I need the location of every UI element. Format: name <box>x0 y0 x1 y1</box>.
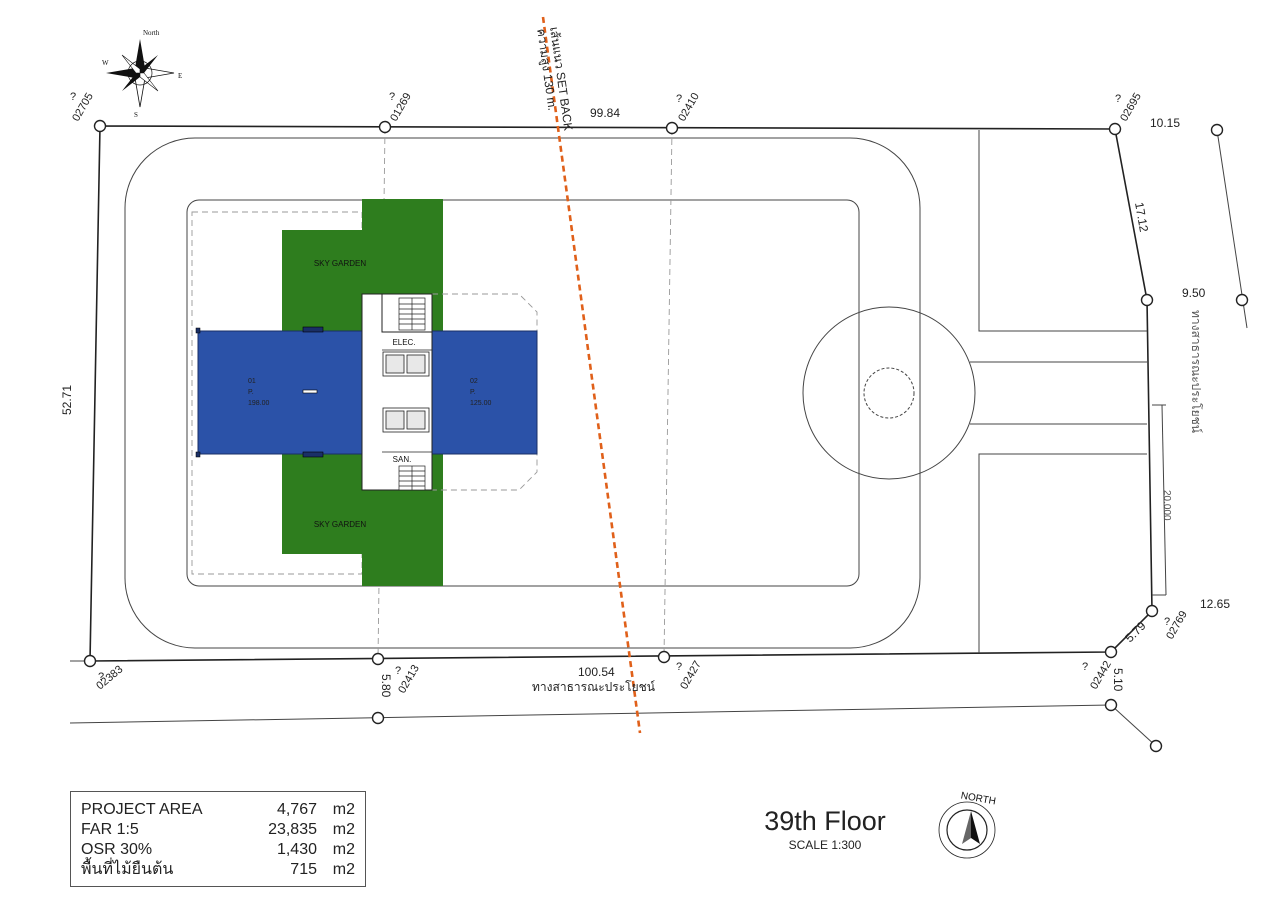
svg-text:02695: 02695 <box>1118 91 1144 123</box>
svg-text:ทางสาธารณะประโยชน์: ทางสาธารณะประโยชน์ <box>1189 310 1203 433</box>
svg-text:?: ? <box>389 91 395 103</box>
svg-text:?: ? <box>70 91 76 103</box>
svg-text:5.80: 5.80 <box>379 674 393 698</box>
stair-top <box>398 297 426 331</box>
building-core: ELEC. SAN. <box>361 293 433 491</box>
driveway <box>124 130 1167 653</box>
summary-value: 23,835 <box>268 821 317 838</box>
svg-text:9.50: 9.50 <box>1182 286 1206 300</box>
compass-rose-top: North E W S <box>102 29 182 119</box>
svg-text:?: ? <box>1164 616 1170 628</box>
svg-text:20.000: 20.000 <box>1161 490 1172 521</box>
sky-garden-bottom-label: SKY GARDEN <box>314 520 367 529</box>
summary-label: พื้นที่ไม้ยืนต้น <box>81 861 174 878</box>
setback-label: เส้นแนว SET BACK ความสูง 130 m. <box>533 26 575 132</box>
svg-text:99.84: 99.84 <box>590 106 620 120</box>
summary-label: PROJECT AREA <box>81 801 203 818</box>
svg-text:10.15: 10.15 <box>1150 116 1180 130</box>
unit-02-type: P. <box>470 389 476 396</box>
svg-text:17.12: 17.12 <box>1132 201 1151 233</box>
elevators-bottom <box>382 407 430 433</box>
unit-01-id: 01 <box>248 378 256 385</box>
unit-02 <box>431 330 538 455</box>
summary-value: 715 <box>290 861 317 878</box>
svg-text:North: North <box>143 29 160 37</box>
elec-room-label: ELEC. <box>392 338 415 347</box>
unit-02-id: 02 <box>470 378 478 385</box>
svg-text:12.65: 12.65 <box>1200 597 1230 611</box>
unit-01-type: P. <box>248 389 254 396</box>
summary-value: 4,767 <box>276 801 317 818</box>
san-room-label: SAN. <box>393 455 412 464</box>
summary-unit: m2 <box>332 841 355 858</box>
svg-text:?: ? <box>1115 93 1121 105</box>
units: 01 P. 198.00 02 P. 125.00 <box>195 326 538 458</box>
scale-label: SCALE 1:300 <box>788 838 862 852</box>
svg-text:W: W <box>102 59 109 67</box>
summary-row: OSR 30% 1,430 m2 <box>81 840 355 860</box>
svg-text:100.54: 100.54 <box>578 665 615 679</box>
boundary-markers <box>83 119 1249 753</box>
unit-01 <box>197 330 363 455</box>
svg-text:ทางสาธารณะประโยชน์: ทางสาธารณะประโยชน์ <box>532 680 655 694</box>
svg-text:?: ? <box>676 93 682 105</box>
summary-row: พื้นที่ไม้ยืนต้น 715 m2 <box>81 860 355 880</box>
summary-row: PROJECT AREA 4,767 m2 <box>81 800 355 820</box>
elevators-top <box>382 351 430 377</box>
svg-text:NORTH: NORTH <box>960 790 997 807</box>
summary-unit: m2 <box>332 801 355 818</box>
north-arrow-bottom: NORTH <box>938 790 997 859</box>
svg-text:?: ? <box>676 661 682 673</box>
stair-bottom <box>398 465 426 491</box>
summary-label: FAR 1:5 <box>81 821 139 838</box>
svg-text:?: ? <box>1082 661 1088 673</box>
svg-text:E: E <box>178 72 182 80</box>
setback-line <box>541 16 642 734</box>
svg-text:?: ? <box>98 671 104 683</box>
summary-row: FAR 1:5 23,835 m2 <box>81 820 355 840</box>
svg-text:?: ? <box>395 665 401 677</box>
summary-label: OSR 30% <box>81 841 153 858</box>
summary-value: 1,430 <box>276 841 317 858</box>
svg-text:5.10: 5.10 <box>1111 668 1125 692</box>
svg-text:5.79: 5.79 <box>1122 618 1149 645</box>
svg-text:S: S <box>134 111 138 119</box>
sky-garden-top-label: SKY GARDEN <box>314 259 367 268</box>
summary-unit: m2 <box>332 861 355 878</box>
svg-text:52.71: 52.71 <box>60 385 74 415</box>
dimension-labels: 99.84 10.15 17.12 9.50 12.65 52.71 100.5… <box>60 106 1230 698</box>
unit-02-area: 125.00 <box>470 400 492 407</box>
floor-title: 39th Floor <box>764 806 886 836</box>
summary-unit: m2 <box>332 821 355 838</box>
svg-text:02442: 02442 <box>1088 659 1114 691</box>
unit-01-area: 198.00 <box>248 400 270 407</box>
